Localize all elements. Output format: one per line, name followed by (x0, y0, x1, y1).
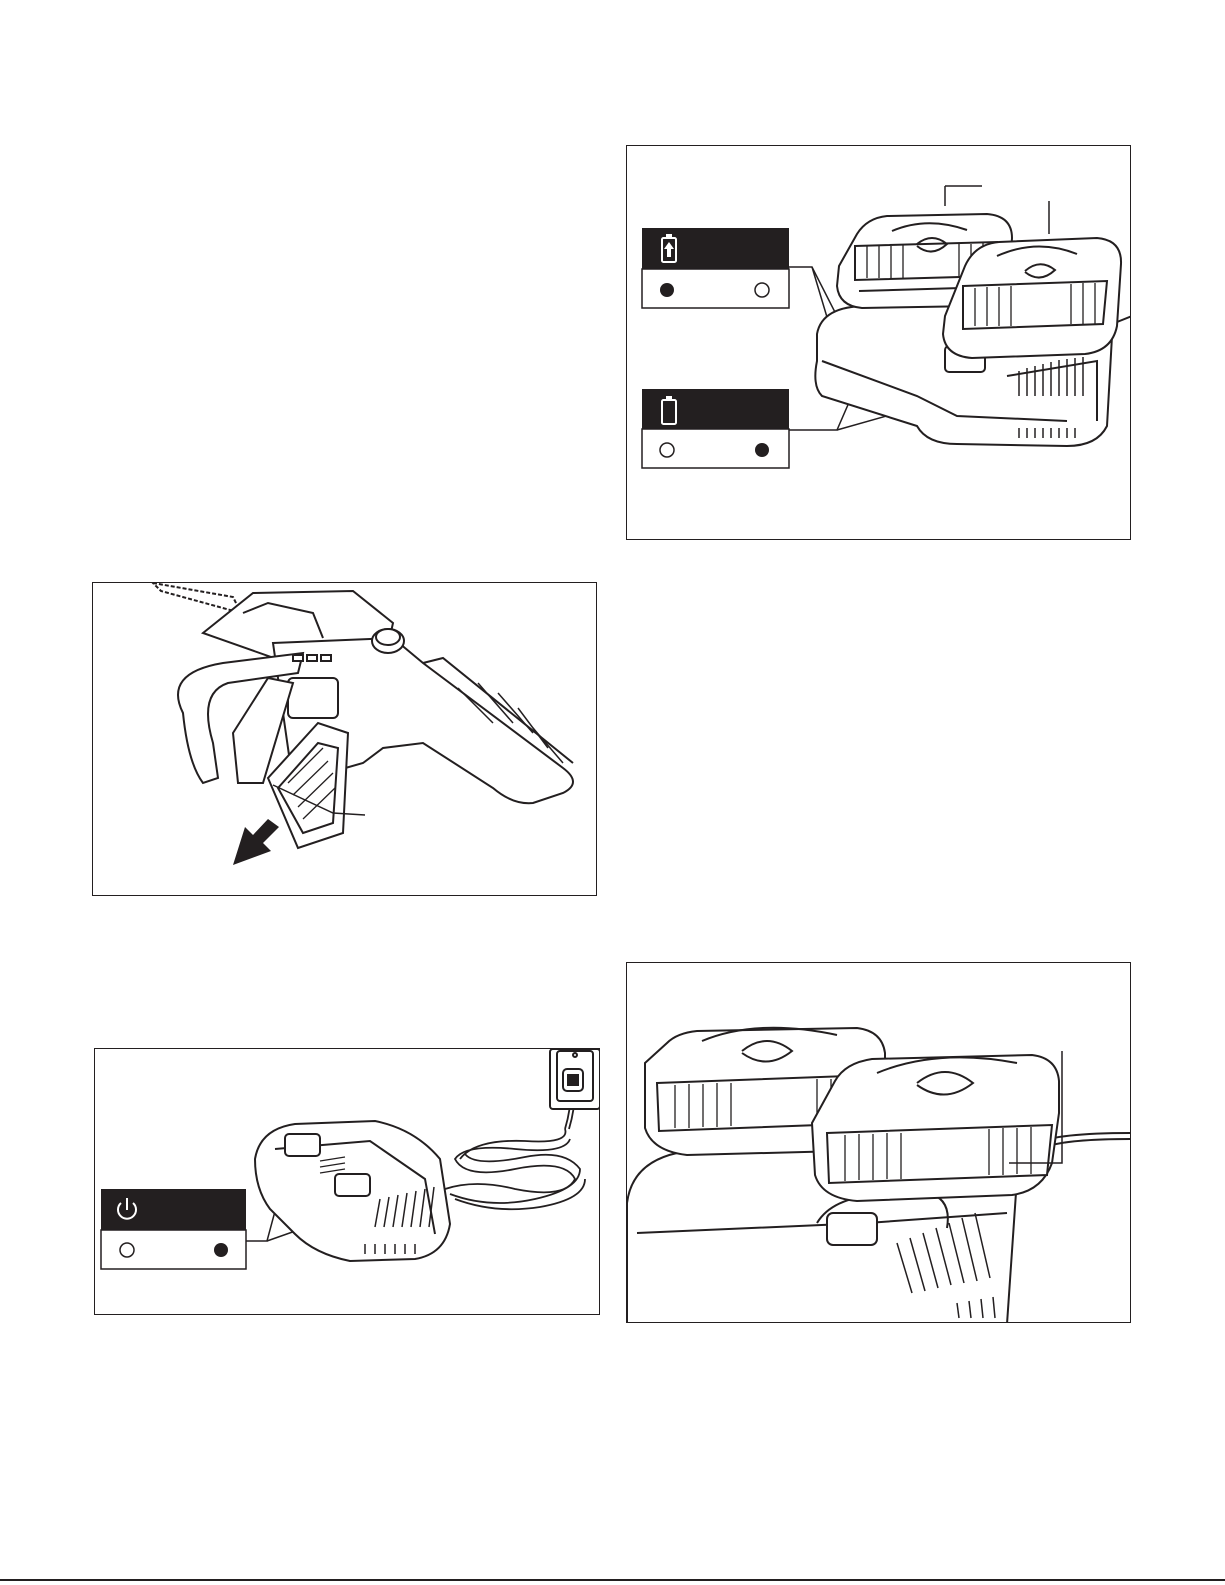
charger-plugged-in-illustration (95, 1049, 600, 1315)
chainsaw-icon (153, 583, 573, 848)
figure-charger-closeup (626, 962, 1131, 1323)
figure-chainsaw-battery-removal (92, 582, 597, 896)
indicator-panel-full (642, 389, 789, 468)
indicator-lamp-on (755, 443, 769, 457)
charger-closeup-illustration (627, 963, 1131, 1323)
indicator-lamp-on (660, 283, 674, 297)
indicator-panel-charging (642, 228, 789, 308)
figure-charger-plugged-in (94, 1048, 600, 1315)
wall-outlet-icon (550, 1049, 600, 1109)
chainsaw-illustration (93, 583, 597, 896)
charger-two-batteries-illustration (627, 146, 1131, 540)
indicator-lamp-off (120, 1243, 134, 1257)
indicator-lamp-off (660, 443, 674, 457)
arrow-icon (233, 819, 279, 865)
battery-icon (812, 1055, 1059, 1201)
indicator-panel-power (101, 1189, 246, 1269)
figure-charger-two-batteries (626, 145, 1131, 540)
charger-icon (255, 1121, 450, 1261)
indicator-lamp-off (755, 283, 769, 297)
page-bottom-rule (0, 1579, 1225, 1581)
indicator-lamp-on (214, 1243, 228, 1257)
